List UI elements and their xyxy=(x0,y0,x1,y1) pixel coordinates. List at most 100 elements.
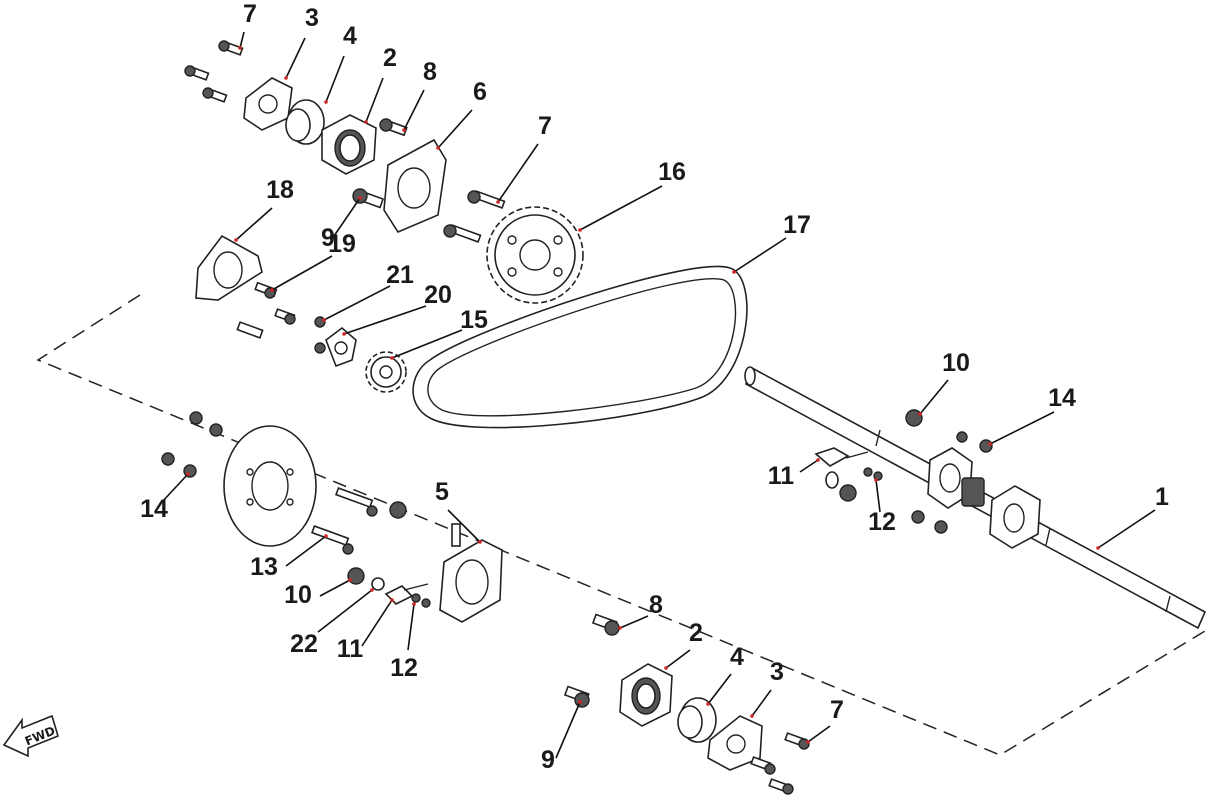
leader-dot xyxy=(1096,546,1100,550)
callout-4: 4 xyxy=(706,643,744,706)
leader-line xyxy=(989,411,1055,445)
drive-chain-17 xyxy=(412,265,748,429)
callout-7: 7 xyxy=(238,0,257,50)
callout-3: 3 xyxy=(750,658,784,718)
axle-hubs xyxy=(927,447,1041,549)
leader-dot xyxy=(234,238,238,242)
leader-dot xyxy=(390,356,394,360)
leader-line xyxy=(343,305,427,335)
leader-line xyxy=(325,55,345,103)
callout-11: 11 xyxy=(337,598,394,663)
callout-8: 8 xyxy=(402,58,437,132)
bearing-cover-plate-upper xyxy=(243,77,293,131)
callout-9: 9 xyxy=(321,196,362,252)
leader-dot xyxy=(578,228,582,232)
leader-line xyxy=(751,689,772,717)
leader-dot xyxy=(324,100,328,104)
callout-12: 12 xyxy=(390,602,418,682)
callout-12: 12 xyxy=(868,478,896,536)
bolt-8-lower xyxy=(591,613,620,636)
callout-21: 21 xyxy=(322,261,414,322)
leader-line xyxy=(447,509,481,543)
callout-number: 21 xyxy=(386,261,414,289)
callout-9: 9 xyxy=(541,700,582,774)
leader-line xyxy=(161,473,189,503)
bolt-8-upper xyxy=(379,118,408,137)
leader-line xyxy=(391,329,463,359)
leader-dot xyxy=(578,700,582,704)
brake-disc-13 xyxy=(223,425,317,547)
callout-number: 9 xyxy=(541,746,555,774)
leader-line xyxy=(707,673,732,705)
callout-14: 14 xyxy=(140,472,190,523)
callout-20: 20 xyxy=(342,281,452,336)
leader-dot xyxy=(270,288,274,292)
leader-dot xyxy=(436,146,440,150)
bearing-upper xyxy=(285,99,325,145)
leader-dot xyxy=(284,76,288,80)
leader-line xyxy=(403,89,425,131)
callout-number: 4 xyxy=(343,22,357,50)
callout-number: 20 xyxy=(424,281,452,309)
callout-10: 10 xyxy=(918,349,970,416)
callout-number: 13 xyxy=(250,553,278,581)
sensor-bracket-11-right xyxy=(814,447,869,467)
leader-dot xyxy=(358,196,362,200)
leader-line xyxy=(317,589,373,633)
leader-line xyxy=(319,579,351,597)
callout-number: 18 xyxy=(266,176,294,204)
leader-dot xyxy=(750,714,754,718)
callout-1: 1 xyxy=(1096,483,1169,550)
leader-dot xyxy=(496,200,500,204)
caliper-bracket-18 xyxy=(195,234,263,301)
leader-dot xyxy=(874,478,878,482)
callout-number: 22 xyxy=(290,630,318,658)
callout-number: 3 xyxy=(305,4,319,32)
leader-line xyxy=(271,255,333,291)
bearing-lower xyxy=(677,697,717,743)
bearing-cover-plate-lower xyxy=(707,715,763,771)
leader-line xyxy=(285,535,327,567)
leader-dot xyxy=(732,270,736,274)
leader-dot xyxy=(324,534,328,538)
leader-line xyxy=(361,599,393,647)
leader-line xyxy=(1097,509,1156,549)
callout-5: 5 xyxy=(435,478,482,544)
callout-number: 9 xyxy=(321,224,335,252)
leader-line xyxy=(807,725,831,743)
callout-7: 7 xyxy=(496,112,552,204)
upper-bolts xyxy=(184,40,244,103)
callout-3: 3 xyxy=(284,4,319,80)
callout-14: 14 xyxy=(988,384,1076,446)
leader-dot xyxy=(664,666,668,670)
small-bolts-19-21 xyxy=(236,281,326,354)
callout-number: 1 xyxy=(1155,483,1169,511)
callout-number: 6 xyxy=(473,78,487,106)
callout-number: 14 xyxy=(1048,384,1076,412)
callout-17: 17 xyxy=(732,211,811,274)
callout-number: 12 xyxy=(390,654,418,682)
axle-nuts xyxy=(825,409,993,534)
leader-dot xyxy=(618,626,622,630)
callout-number: 5 xyxy=(435,478,449,506)
sprocket-16 xyxy=(486,206,584,304)
disc-bolts xyxy=(311,487,407,555)
bearing-housing-lower xyxy=(619,663,673,727)
callout-7: 7 xyxy=(806,696,844,744)
callout-8: 8 xyxy=(618,591,663,630)
leader-dot xyxy=(478,540,482,544)
leader-dot xyxy=(918,412,922,416)
leader-dot xyxy=(988,442,992,446)
leader-line xyxy=(919,379,949,415)
callout-6: 6 xyxy=(436,78,487,150)
callout-2: 2 xyxy=(664,619,703,670)
assembly-boundary-dashed xyxy=(36,294,1211,756)
callout-number: 4 xyxy=(730,643,744,671)
leader-line xyxy=(799,459,819,473)
callout-number: 16 xyxy=(658,158,686,186)
callout-4: 4 xyxy=(324,22,357,104)
leader-line xyxy=(285,37,306,79)
callout-number: 2 xyxy=(383,44,397,72)
callout-labels: 1223344567778899101011111212131414151617… xyxy=(140,0,1169,774)
